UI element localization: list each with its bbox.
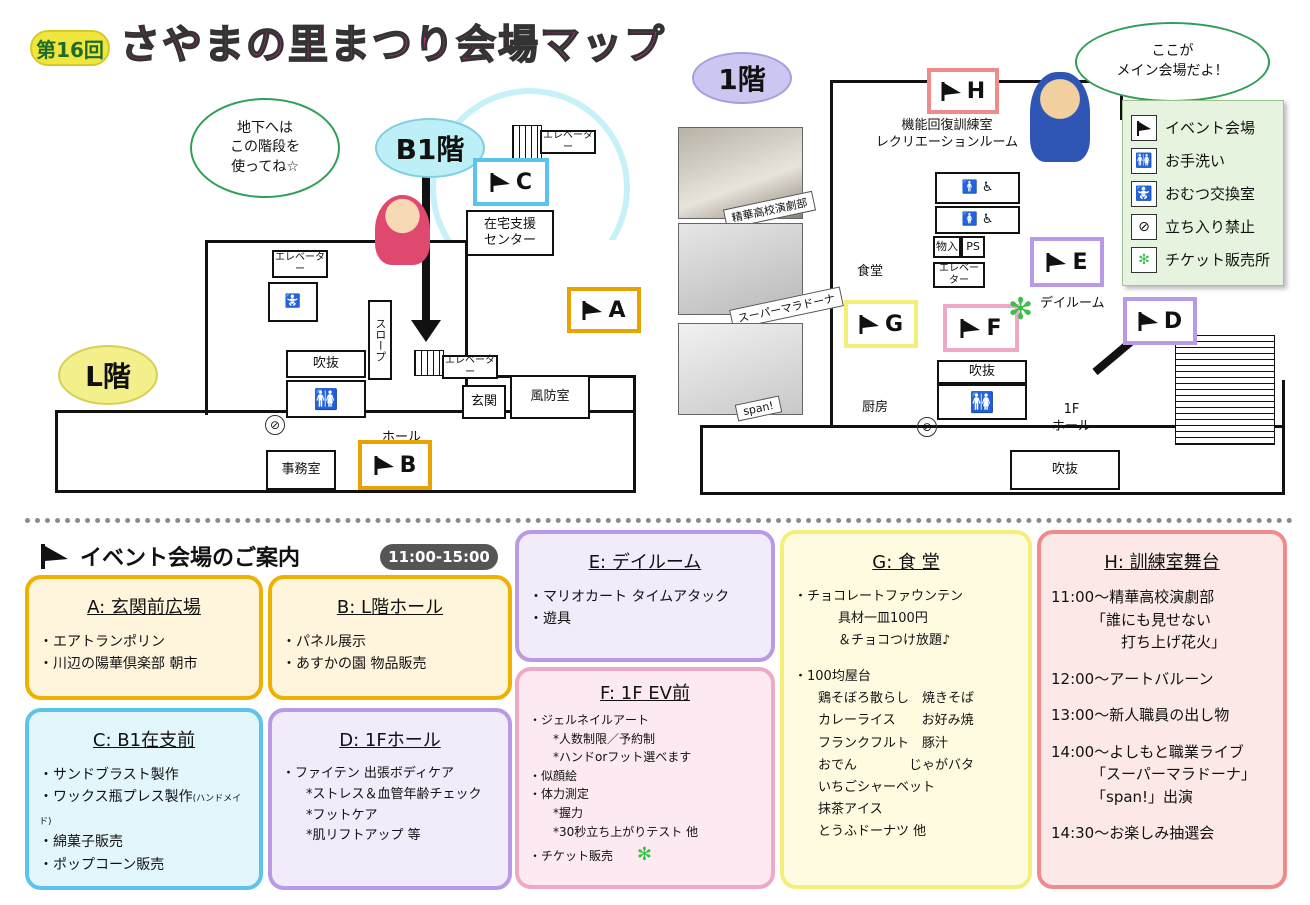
room-zaitaku: 在宅支援 センター [466, 210, 554, 256]
floor-label-1f: 1階 [692, 52, 792, 104]
room-kinou: 機能回復訓練室 レクリエーションルーム [875, 118, 1019, 150]
guide-title: イベント会場のご案内 [40, 540, 300, 572]
map-legend: イベント会場 🚻お手洗い 🚼おむつ交換室 ⊘立ち入り禁止 ✻チケット販売所 [1122, 100, 1284, 286]
photo-seika [678, 127, 803, 219]
room-restroom-1f-c: 🚻 [937, 384, 1027, 420]
restroom-icon: 🚺 ♿ [961, 211, 994, 227]
legend-item: イベント会場 [1123, 111, 1283, 144]
legend-item: ⊘立ち入り禁止 [1123, 210, 1283, 243]
speech-bubble-main: ここがメイン会場だよ！ [1075, 22, 1270, 102]
floor-label-b1: B1階 [375, 118, 485, 178]
legend-item: 🚻お手洗い [1123, 144, 1283, 177]
room-jimushitsu: 事務室 [266, 450, 336, 490]
room-elevator-1f: エレベーター [933, 262, 985, 288]
legend-item: ✻チケット販売所 [1123, 243, 1283, 276]
stairs-1f [1175, 335, 1275, 445]
room-shokudo: 食堂 [857, 264, 884, 279]
room-restroom-1f-a: 🚹 ♿ [935, 172, 1020, 204]
marker-b: B [358, 440, 432, 490]
venue-box-d: D: 1Fホール ・ファイテン 出張ボディケア*ストレス＆血管年齢チェック*フッ… [268, 708, 512, 890]
flag-icon [490, 173, 510, 192]
flag-icon [960, 319, 981, 338]
room-elevator-b1: エレベーター [540, 130, 596, 154]
flag-icon [1138, 312, 1158, 331]
section-divider [25, 518, 1293, 523]
room-nyuu: 物入 [933, 236, 961, 258]
ticket-icon: ✻ [1008, 292, 1034, 327]
venue-box-c: C: B1在支前 ・サンドブラスト製作・ワックス瓶プレス製作(ハンドメイド)・綿… [25, 708, 263, 890]
photo-span [678, 323, 803, 415]
flag-icon [859, 315, 879, 334]
down-arrow-head [411, 320, 441, 342]
room-restroom-1f-b: 🚺 ♿ [935, 206, 1020, 234]
venue-box-h: H: 訓練室舞台 11:00～精華高校演劇部「誰にも見せない打ち上げ花火」 12… [1037, 530, 1287, 889]
room-fukinuke-l: 吹抜 [286, 350, 366, 378]
mascot-boy [1030, 72, 1090, 162]
speech-bubble-stairs: 地下へはこの階段を使ってね☆ [190, 98, 340, 198]
flag-icon [1131, 114, 1157, 141]
room-dayroom: デイルーム [1040, 296, 1105, 311]
restroom-icon: 🚻 [1131, 147, 1157, 174]
room-fukinuke-1f: 吹抜 [937, 360, 1027, 384]
venue-box-g: G: 食 堂 ・チョコレートファウンテン 具材一皿100円 ＆チョコつけ放題♪ … [780, 530, 1032, 889]
flag-icon [1046, 253, 1067, 272]
room-baby-l: 🚼 [268, 282, 318, 322]
room-restroom-l: 🚻 [286, 380, 366, 418]
venue-box-b: B: L階ホール ・パネル展示・あすかの園 物品販売 [268, 575, 512, 700]
no-entry-icon: ⊘ [917, 417, 937, 437]
floor-label-l: L階 [58, 345, 158, 405]
room-elevator-l2: エレベーター [442, 355, 498, 379]
room-chubo: 厨房 [862, 400, 889, 415]
room-hall-1f: 1F ホール [1052, 402, 1092, 434]
flag-icon [582, 301, 603, 320]
marker-c: C [473, 158, 549, 206]
baby-icon: 🚼 [1131, 180, 1157, 207]
page-title: さやまの里まつり会場マップ [119, 21, 666, 69]
no-entry-icon: ⊘ [1131, 213, 1157, 240]
flag-icon [941, 82, 961, 101]
venue-box-a: A: 玄関前広場 ・エアトランポリン・川辺の陽華倶楽部 朝市 [25, 575, 263, 700]
marker-f: F [943, 304, 1019, 352]
restroom-icon: 🚻 [969, 389, 995, 414]
edition-badge: 第16回 [30, 30, 110, 66]
ticket-icon: ✻ [1131, 246, 1157, 273]
stairs-l [414, 350, 444, 376]
mascot-girl [375, 195, 430, 265]
venue-box-f: F: 1F EV前 ・ジェルネイルアート*人数制限／予約制*ハンドorフット選べ… [515, 667, 775, 889]
marker-h: H [927, 68, 999, 114]
marker-d: D [1123, 297, 1197, 345]
room-fuboshitsu: 風防室 [510, 375, 590, 419]
room-fukinuke-1f-b: 吹抜 [1010, 450, 1120, 490]
marker-g: G [844, 300, 918, 348]
room-ps: PS [961, 236, 985, 258]
marker-e: E [1030, 237, 1104, 287]
room-genkan: 玄関 [462, 385, 506, 419]
flag-icon [374, 456, 394, 475]
no-entry-icon: ⊘ [265, 415, 285, 435]
room-slope: スロープ [368, 300, 392, 380]
legend-item: 🚼おむつ交換室 [1123, 177, 1283, 210]
restroom-icon: 🚻 [313, 386, 339, 411]
venue-box-e: E: デイルーム ・マリオカート タイムアタック・遊具 [515, 530, 775, 662]
baby-icon: 🚼 [284, 293, 302, 309]
restroom-icon: 🚹 ♿ [961, 179, 994, 195]
flag-icon [41, 544, 68, 569]
guide-time: 11:00-15:00 [380, 544, 498, 570]
stage-schedule: 11:00～精華高校演劇部「誰にも見せない打ち上げ花火」 12:00～アートバル… [1051, 588, 1256, 842]
room-elevator-l: エレベーター [272, 250, 328, 278]
ticket-icon: ✻ [636, 844, 652, 866]
marker-a: A [567, 287, 641, 333]
